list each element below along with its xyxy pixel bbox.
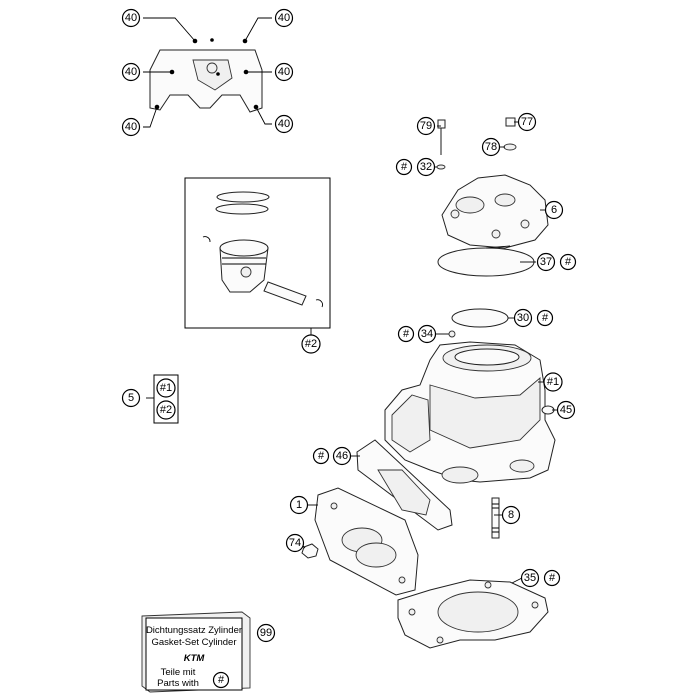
svg-text:#: # [549, 572, 556, 584]
gasket-box-line3: Teile mit [161, 667, 196, 678]
svg-text:46: 46 [336, 450, 348, 462]
svg-text:40: 40 [278, 66, 290, 78]
svg-text:#: # [401, 161, 408, 173]
callout-40-top-left[interactable]: 40 [121, 8, 141, 28]
callout-37[interactable]: 37 [536, 252, 556, 272]
callout-40-bottom-left[interactable]: 40 [121, 117, 141, 137]
callout-35-hash[interactable]: # [543, 569, 561, 587]
callout-kit-1[interactable]: #1 [156, 378, 176, 398]
cylinder [384, 341, 556, 484]
gasket-set-box: Dichtungssatz Zylinder Gasket-Set Cylind… [141, 611, 251, 693]
svg-text:#: # [318, 450, 325, 462]
svg-text:40: 40 [125, 66, 137, 78]
cylinder-head [436, 117, 549, 277]
callout-46[interactable]: 46 [332, 446, 352, 466]
callout-30[interactable]: 30 [513, 308, 533, 328]
callout-5[interactable]: 5 [121, 388, 141, 408]
callout-8[interactable]: 8 [501, 505, 521, 525]
exhaust-gasket [143, 17, 272, 128]
svg-text:#: # [542, 312, 549, 324]
svg-text:#2: #2 [305, 338, 317, 350]
callout-37-hash[interactable]: # [559, 253, 577, 271]
callout-1[interactable]: 1 [289, 495, 309, 515]
svg-text:5: 5 [128, 392, 134, 404]
svg-text:99: 99 [260, 627, 272, 639]
svg-text:37: 37 [540, 256, 552, 268]
callout-40-bottom-right[interactable]: 40 [274, 114, 294, 134]
head-seal-ring [448, 308, 509, 338]
flange-nut [301, 543, 319, 559]
callout-kit-2[interactable]: #2 [156, 400, 176, 420]
callout-cylinder-kit[interactable]: #1 [543, 372, 563, 392]
callout-piston-kit[interactable]: #2 [301, 334, 321, 354]
callout-35[interactable]: 35 [520, 568, 540, 588]
svg-text:78: 78 [485, 141, 497, 153]
svg-text:#1: #1 [547, 376, 559, 388]
callout-32-hash[interactable]: # [395, 158, 413, 176]
intake-gasket [356, 439, 453, 531]
callout-78[interactable]: 78 [481, 137, 501, 157]
gasket-box-line4: Parts with [157, 678, 199, 689]
callout-34-hash[interactable]: # [397, 325, 415, 343]
svg-text:#1: #1 [160, 382, 172, 394]
svg-text:#2: #2 [160, 404, 172, 416]
svg-text:34: 34 [421, 328, 433, 340]
svg-text:#: # [565, 256, 572, 268]
callout-46-hash[interactable]: # [312, 447, 330, 465]
cylinder-stud [491, 497, 500, 539]
callout-6[interactable]: 6 [544, 200, 564, 220]
svg-text:6: 6 [551, 204, 557, 216]
piston-kit-frame [184, 177, 331, 335]
gasket-box-hash: # [218, 674, 225, 686]
svg-text:#: # [403, 328, 410, 340]
svg-text:74: 74 [289, 537, 301, 549]
cylinder-base-gasket [397, 579, 549, 649]
callout-77[interactable]: 77 [517, 112, 537, 132]
svg-text:45: 45 [560, 404, 572, 416]
svg-text:40: 40 [125, 121, 137, 133]
svg-text:40: 40 [278, 12, 290, 24]
callout-45[interactable]: 45 [556, 400, 576, 420]
svg-text:30: 30 [517, 312, 529, 324]
svg-text:8: 8 [508, 509, 514, 521]
svg-text:77: 77 [521, 116, 533, 128]
svg-text:79: 79 [420, 120, 432, 132]
svg-text:1: 1 [296, 499, 302, 511]
callout-30-hash[interactable]: # [536, 309, 554, 327]
callout-40-mid-left[interactable]: 40 [121, 62, 141, 82]
svg-text:32: 32 [420, 161, 432, 173]
svg-text:40: 40 [278, 118, 290, 130]
ktm-logo: KTM [184, 653, 206, 664]
svg-text:35: 35 [524, 572, 536, 584]
callout-32[interactable]: 32 [416, 157, 436, 177]
callout-79[interactable]: 79 [416, 116, 436, 136]
intake-flange [314, 487, 419, 596]
gasket-box-line1: Dichtungssatz Zylinder [146, 625, 242, 636]
callout-99[interactable]: 99 [256, 623, 276, 643]
callout-74[interactable]: 74 [285, 533, 305, 553]
callout-40-mid-right[interactable]: 40 [274, 62, 294, 82]
svg-text:40: 40 [125, 12, 137, 24]
callout-34[interactable]: 34 [417, 324, 437, 344]
callout-40-top-right[interactable]: 40 [274, 8, 294, 28]
gasket-box-line2: Gasket-Set Cylinder [151, 637, 236, 648]
